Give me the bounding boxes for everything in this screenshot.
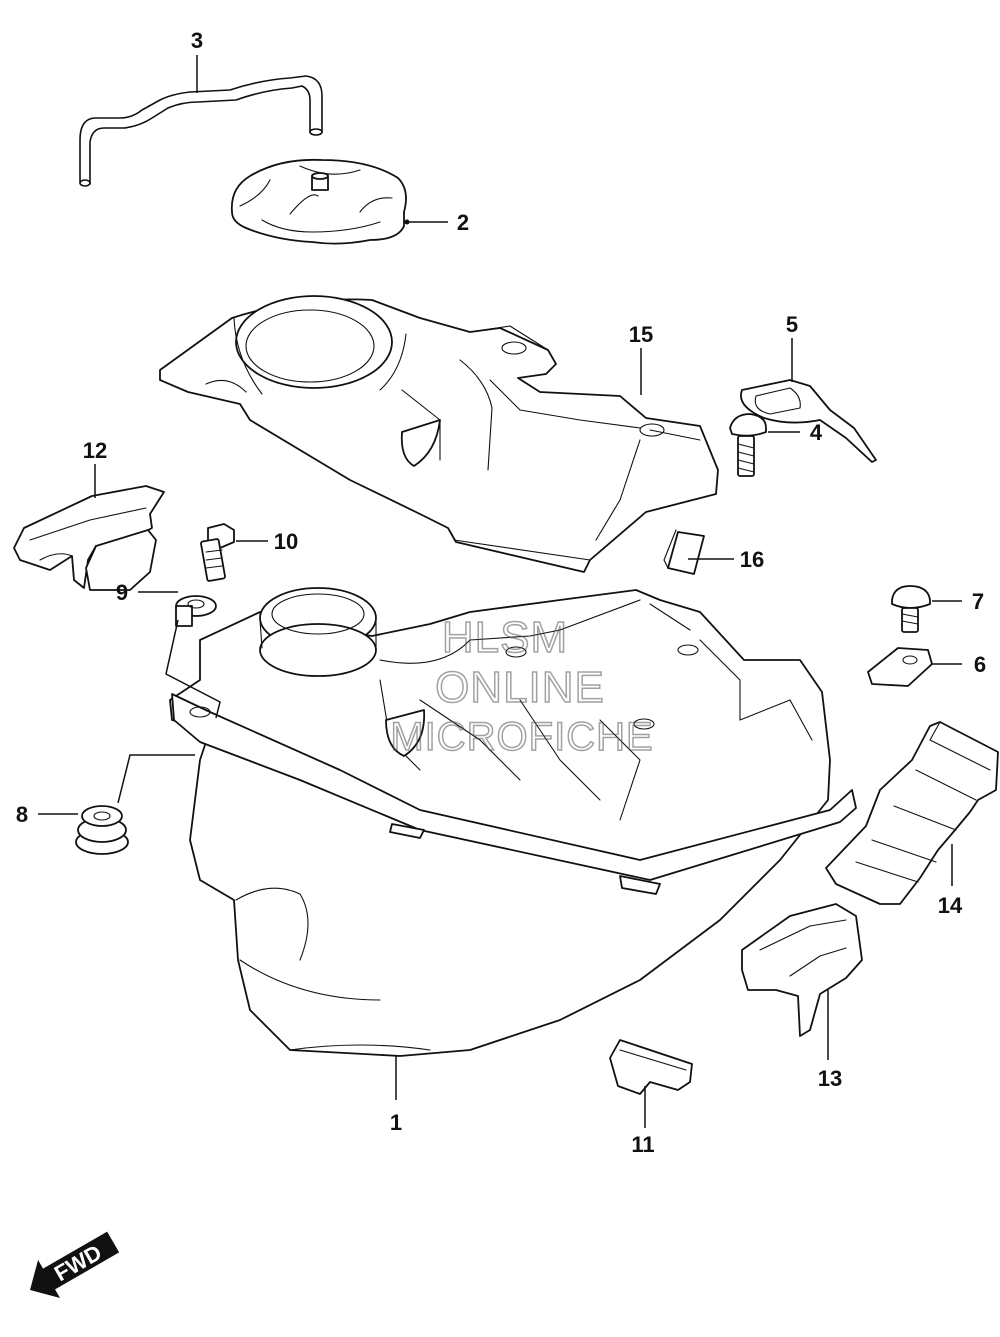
part-16-pad[interactable] (663, 529, 705, 575)
callout-7: 7 (972, 589, 984, 614)
part-8-grommet[interactable] (75, 805, 129, 855)
fwd-arrow-icon: FWD (30, 1231, 120, 1299)
part-10-bolt[interactable] (200, 523, 235, 582)
callout-16: 16 (740, 547, 764, 572)
part-12-bracket[interactable] (13, 485, 165, 591)
part-15-upper-cover[interactable] (159, 295, 719, 573)
part-5-clip[interactable] (740, 379, 877, 463)
callouts: 3 2 5 15 4 12 10 16 9 7 6 8 14 13 1 11 (16, 28, 986, 1157)
watermark-line-1: HLSM (442, 613, 568, 662)
part-1-fuel-tank[interactable] (169, 587, 857, 1057)
callout-9: 9 (116, 580, 128, 605)
part-13-bracket[interactable] (741, 903, 863, 1037)
callout-4: 4 (810, 420, 823, 445)
callout-13: 13 (818, 1066, 842, 1091)
watermark: HLSM ONLINE MICROFICHE (390, 612, 654, 760)
callout-5: 5 (786, 312, 798, 337)
part-3-hose[interactable] (79, 75, 323, 187)
callout-6: 6 (974, 652, 986, 677)
callout-11: 11 (631, 1132, 654, 1157)
callout-8: 8 (16, 802, 28, 827)
callout-2: 2 (457, 210, 469, 235)
callout-15: 15 (629, 322, 653, 347)
watermark-line-3: MICROFICHE (390, 715, 653, 759)
part-2-fuel-cap[interactable] (230, 158, 407, 245)
callout-14: 14 (938, 893, 963, 918)
part-11-clip[interactable] (609, 1039, 693, 1095)
part-14-shield[interactable] (825, 721, 999, 905)
leader-lines (38, 55, 962, 1128)
callout-1: 1 (390, 1110, 402, 1135)
callout-12: 12 (83, 438, 107, 463)
part-9-collar[interactable] (175, 595, 217, 627)
part-4-screw[interactable] (729, 413, 767, 477)
part-6-bracket[interactable] (867, 647, 933, 687)
callout-10: 10 (274, 529, 298, 554)
callout-3: 3 (191, 28, 203, 53)
part-7-screw[interactable] (891, 585, 931, 633)
watermark-line-2: ONLINE (435, 663, 605, 712)
